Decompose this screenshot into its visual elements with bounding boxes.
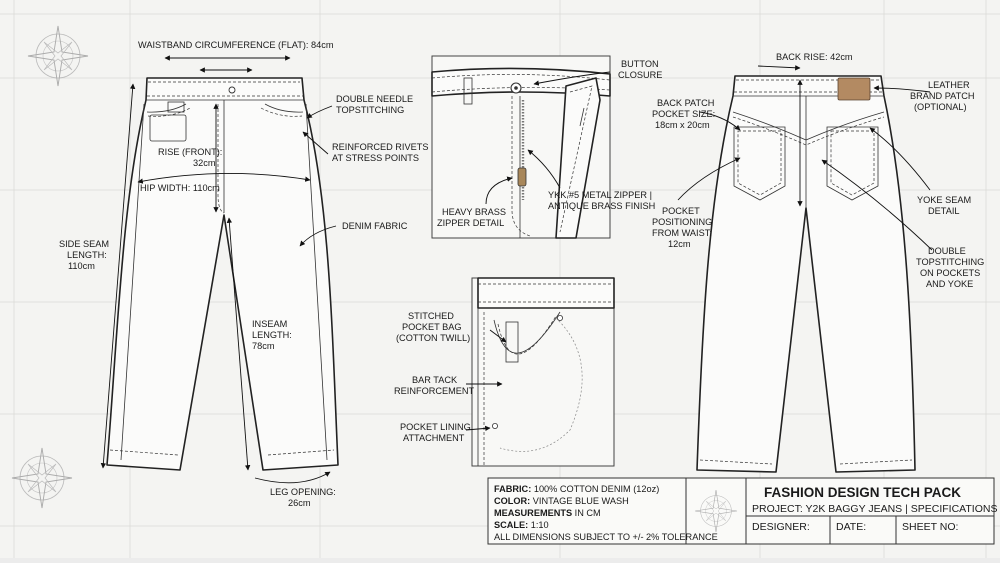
rivet-icon <box>491 422 498 429</box>
back-rise-label: BACK RISE: 42cm <box>776 52 853 62</box>
hip-width-label: HIP WIDTH: 110cm <box>140 183 220 193</box>
tolerance-note: ALL DIMENSIONS SUBJECT TO +/- 2% TOLERAN… <box>494 532 718 542</box>
rivet-icon <box>557 314 564 321</box>
svg-text:SCALE: 1:10: SCALE: 1:10 <box>494 520 549 530</box>
back-view-jeans <box>677 65 933 473</box>
compass-rose-icon <box>27 25 89 87</box>
project-line: PROJECT: Y2K BAGGY JEANS | SPECIFICATION… <box>752 503 997 515</box>
waistband-label: WAISTBAND CIRCUMFERENCE (FLAT): 84cm <box>138 40 334 50</box>
svg-text:COLOR: VINTAGE BLUE WASH: COLOR: VINTAGE BLUE WASH <box>494 496 629 506</box>
compass-rose-icon <box>11 447 73 509</box>
back-jeans-outline <box>696 75 916 473</box>
sheet-number-field: SHEET NO: <box>902 521 958 533</box>
front-view-labels: WAISTBAND CIRCUMFERENCE (FLAT): 84cm DOU… <box>59 40 428 508</box>
denim-fabric-label: DENIM FABRIC <box>342 221 408 231</box>
date-field: DATE: <box>836 521 866 533</box>
zipper-pull-icon <box>517 167 527 187</box>
zipper-detail-panel <box>431 55 611 239</box>
ykk-zipper-label: YKK #5 METAL ZIPPER |ANTIQUE BRASS FINIS… <box>548 190 655 211</box>
front-button-icon <box>228 86 236 94</box>
rise-front-label: RISE (FRONT):32cm <box>158 147 222 168</box>
back-pocket-left <box>733 126 786 201</box>
leather-patch-icon <box>837 77 871 101</box>
leg-opening-label: LEG OPENING:26cm <box>270 487 336 508</box>
svg-text:MEASUREMENTS IN CM: MEASUREMENTS IN CM <box>494 508 601 518</box>
spec-block: FABRIC: 100% COTTON DENIM (12oz) COLOR: … <box>487 477 997 545</box>
designer-field: DESIGNER: <box>752 521 810 533</box>
pocket-detail-panel <box>465 277 615 467</box>
sheet-title: FASHION DESIGN TECH PACK <box>764 485 961 500</box>
front-view-jeans <box>100 55 339 484</box>
svg-text:FABRIC: 100% COTTON DENIM (12o: FABRIC: 100% COTTON DENIM (12oz) <box>494 484 659 494</box>
back-pocket-right <box>826 126 879 201</box>
